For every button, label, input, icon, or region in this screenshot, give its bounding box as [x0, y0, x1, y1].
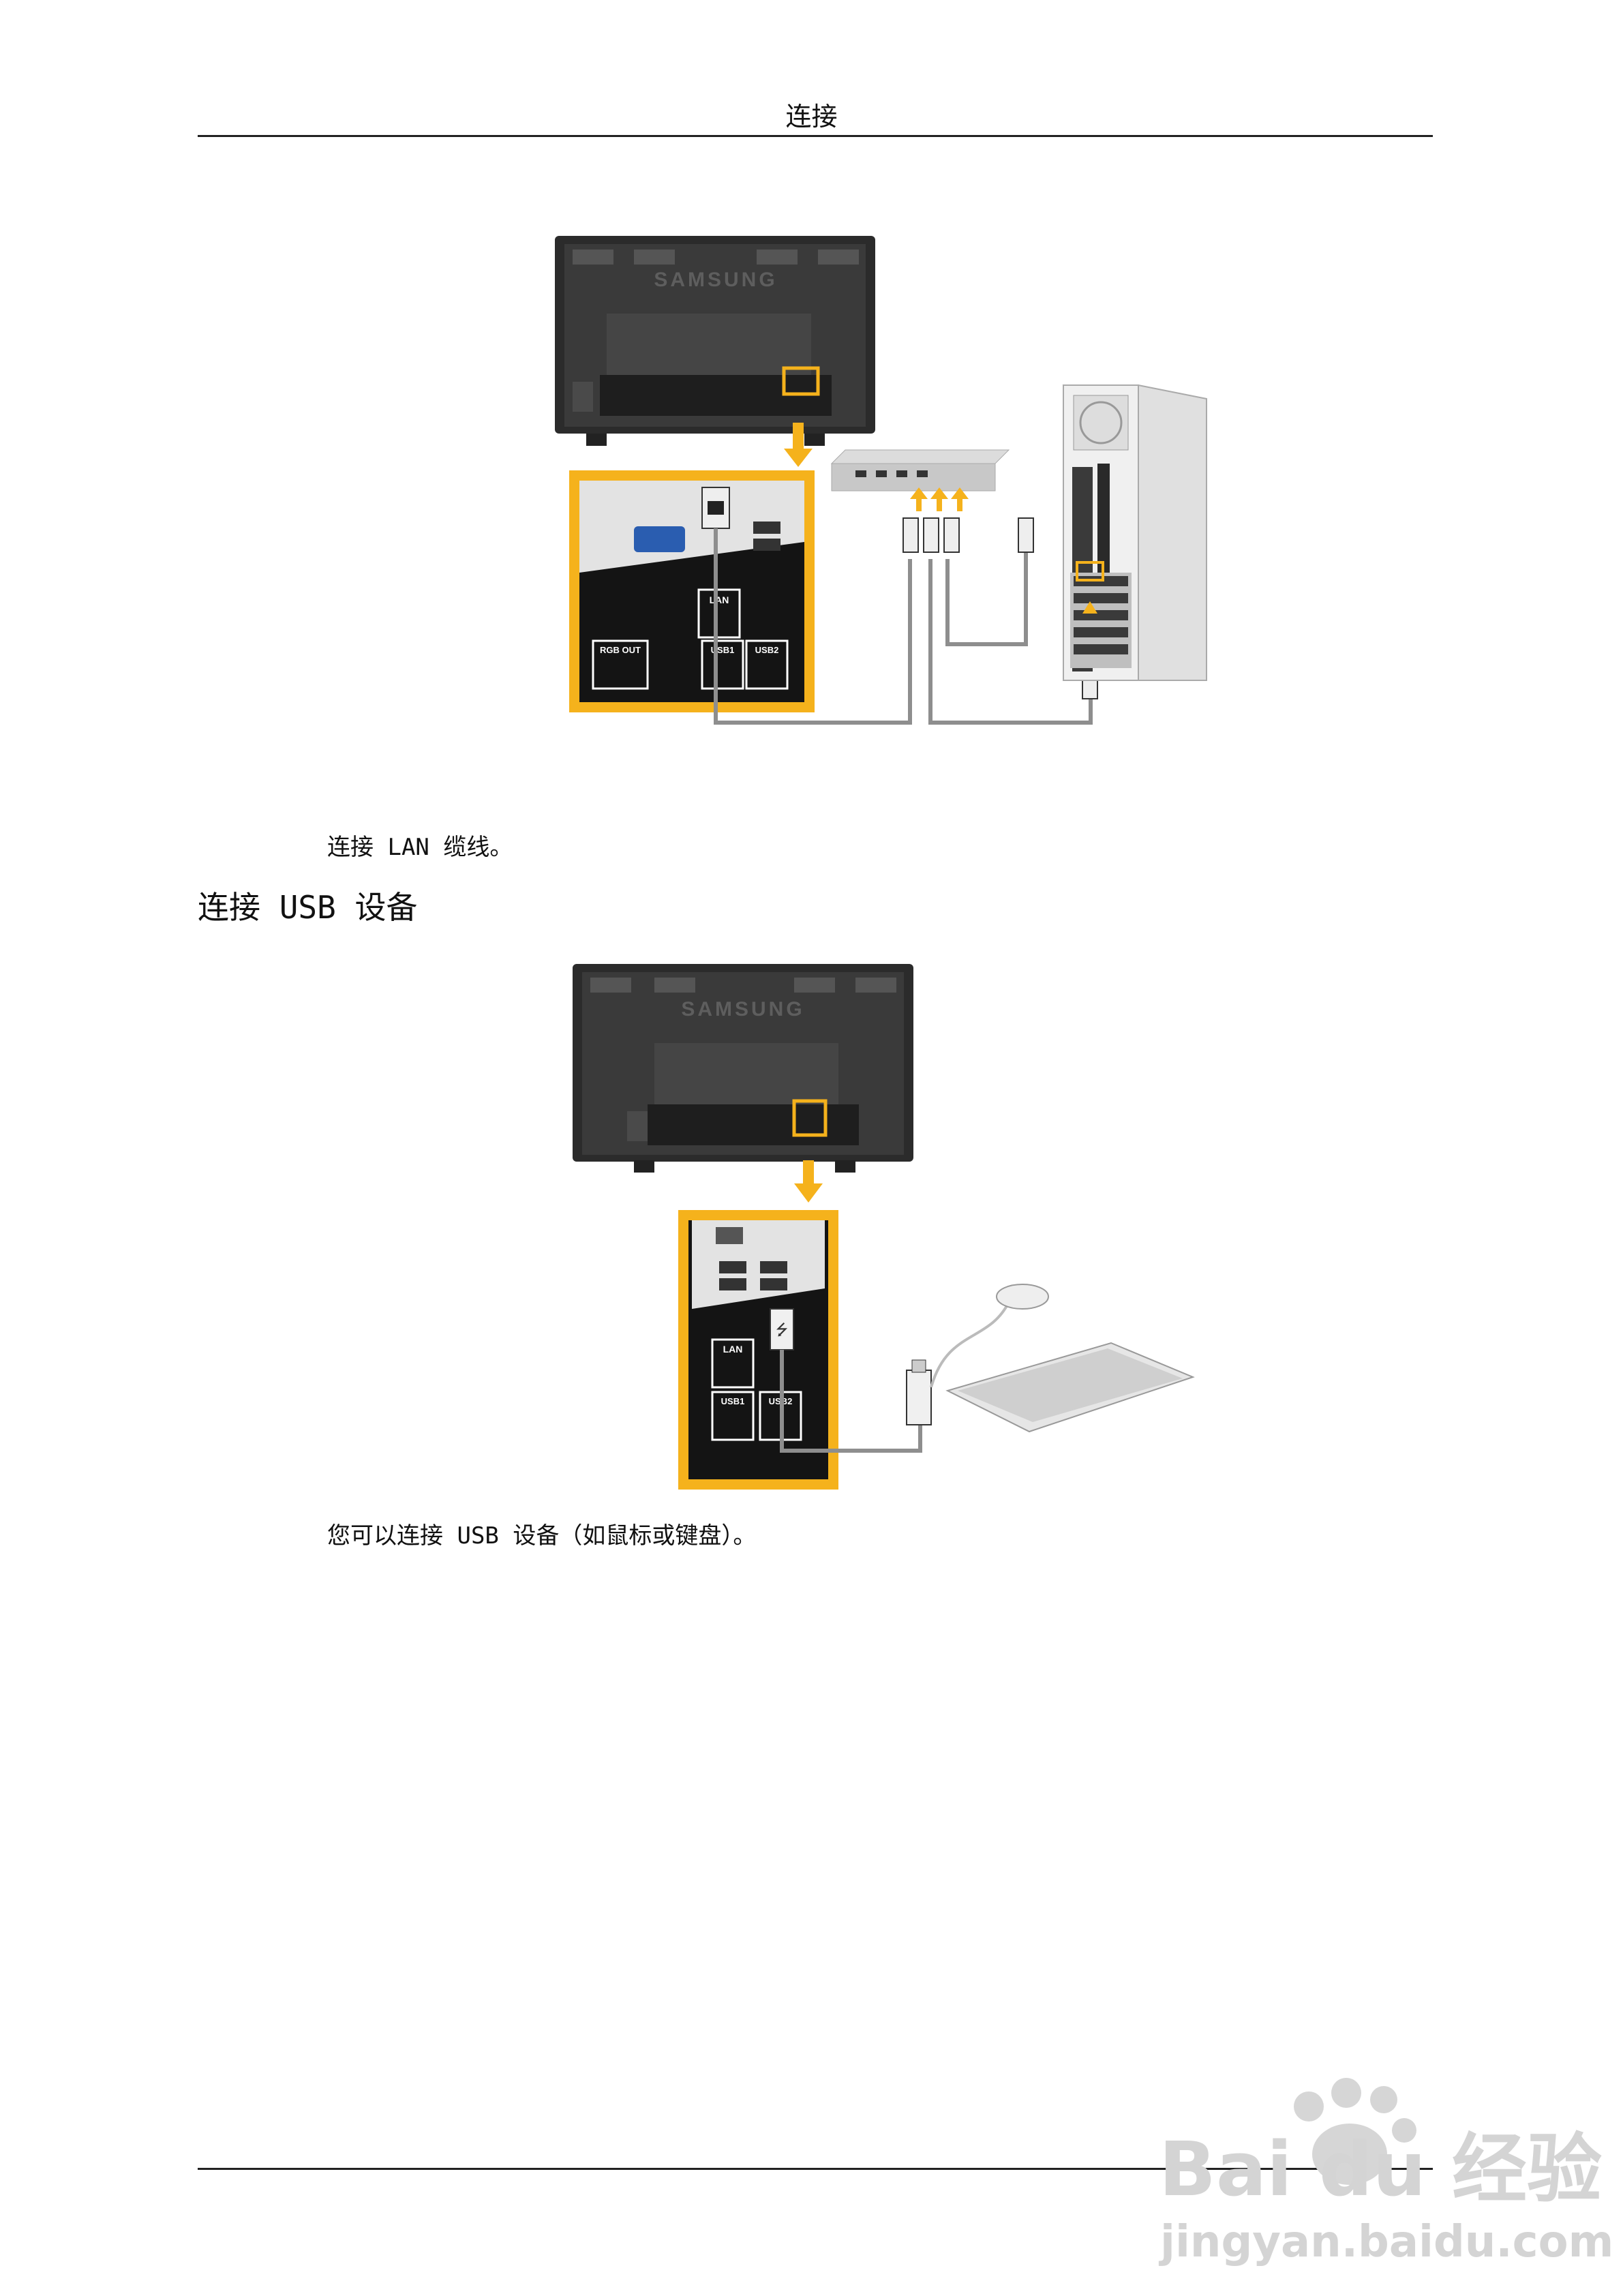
network-switch [830, 449, 1010, 492]
section-heading-usb: 连接 USB 设备 [198, 889, 418, 926]
port-zoom-panel: LAN RGB OUT USB1 USB2 [569, 470, 815, 712]
rgb-out-label: RGB OUT [600, 645, 641, 655]
lan-port-label: LAN [723, 1344, 743, 1355]
usb-plug-icon: ⭍ [776, 1322, 788, 1339]
watermark-cn: 经验 [1452, 2126, 1602, 2213]
usb-cable [780, 1350, 922, 1453]
usb1-port-label: USB1 [721, 1396, 745, 1406]
lan-connection-figure: SAMSUNG LAN RGB OUT USB1 USB2 [555, 236, 1207, 725]
arrow-down-icon [784, 423, 813, 467]
monitor-back: SAMSUNG [555, 236, 875, 446]
pc-tower [1062, 384, 1207, 681]
caption-lan: 连接 LAN 缆线。 [327, 834, 513, 861]
watermark-brand: Bai [1159, 2126, 1292, 2213]
lan-cables [714, 528, 1093, 725]
monitor-back: SAMSUNG [573, 964, 913, 1173]
port-zoom-panel: LAN USB1 USB2 ⭍ [678, 1210, 838, 1490]
baidu-jingyan-watermark: Bai du 经验 jingyan.baidu.com [1158, 2078, 1613, 2267]
caption-usb: 您可以连接 USB 设备（如鼠标或键盘）。 [327, 1522, 757, 1550]
paw-icon [1294, 2078, 1416, 2185]
monitor-brand-text: SAMSUNG [681, 998, 804, 1021]
keyboard [945, 1342, 1195, 1433]
usb2-port-label: USB2 [755, 645, 779, 655]
lan-port-label: LAN [710, 594, 729, 605]
mouse [930, 1284, 1049, 1388]
port-highlight-box [782, 366, 820, 396]
port-highlight-box [792, 1099, 828, 1137]
vga-port [634, 526, 685, 552]
watermark-brand-du: du [1319, 2126, 1426, 2213]
arrow-up-icons [910, 487, 969, 511]
watermark-url: jingyan.baidu.com [1158, 2217, 1613, 2267]
footer-rule [198, 2168, 1433, 2170]
rj45-plugs [902, 517, 1098, 699]
usb-connection-figure: SAMSUNG LAN USB1 USB2 ⭍ [573, 964, 1195, 1490]
page-header-title: 连接 [785, 102, 838, 132]
header-rule [198, 135, 1433, 137]
arrow-down-icon [794, 1160, 823, 1203]
usb-plug [906, 1359, 932, 1425]
monitor-brand-text: SAMSUNG [654, 269, 777, 291]
